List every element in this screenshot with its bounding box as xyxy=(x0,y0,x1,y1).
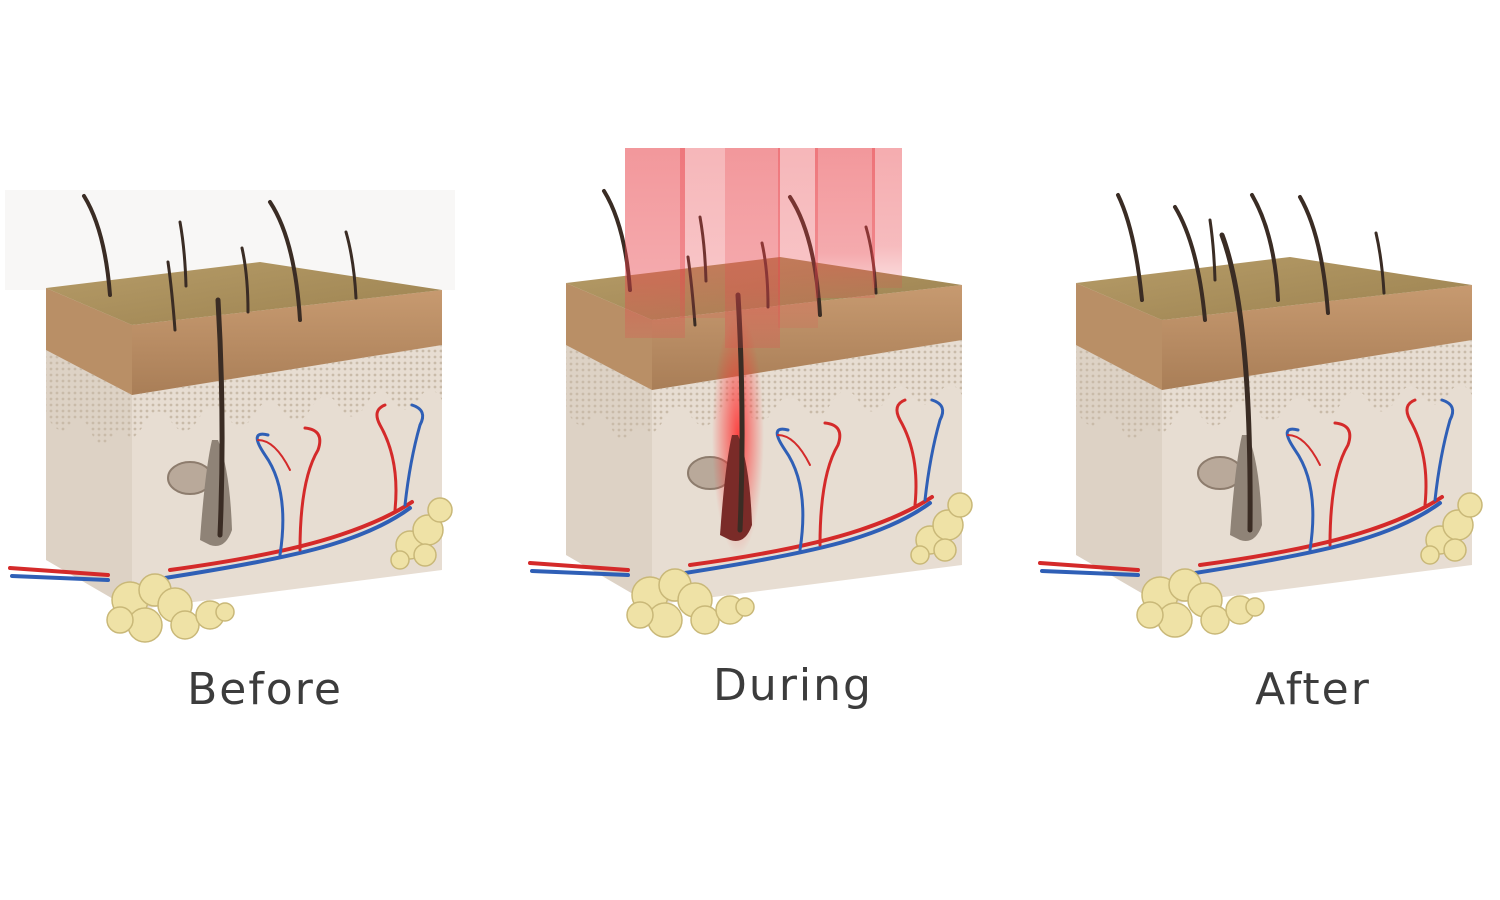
panel-after xyxy=(1038,193,1483,638)
fat-tissue xyxy=(106,497,453,643)
panel-during xyxy=(528,148,973,638)
skin-surface xyxy=(46,262,442,325)
papillary-layer xyxy=(132,345,442,440)
caption-before: Before xyxy=(187,664,343,715)
blood-vessels xyxy=(8,403,425,582)
laser-beams xyxy=(625,148,902,348)
caption-during: During xyxy=(713,660,873,711)
caption-after: After xyxy=(1255,664,1371,715)
panel-before xyxy=(5,190,455,643)
hairs xyxy=(82,194,358,538)
